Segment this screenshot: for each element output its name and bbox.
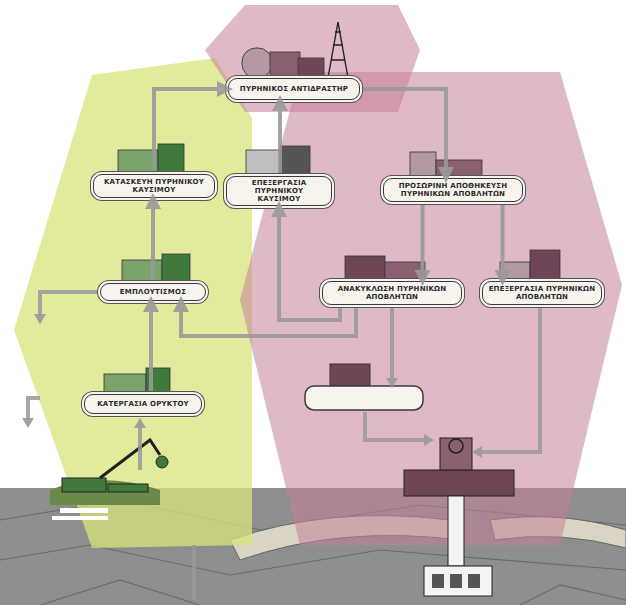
flow-arrow — [151, 201, 155, 280]
flow-arrow — [28, 292, 540, 600]
process-box: ΠΥΡΗΝΙΚΟΣ ΑΝΤΙΔΡΑΣΤΗΡ — [228, 78, 360, 100]
front-end-region — [14, 58, 252, 548]
flow-arrow — [149, 304, 153, 391]
process-box: ΚΑΤΕΡΓΑΣΙΑ ΟΡΥΚΤΟΥ — [84, 394, 202, 414]
box-label: ΕΠΕΞΕΡΓΑΣΙΑ ΠΥΡΗΝΙΚΩΝ ΑΠΟΒΛΗΤΩΝ — [488, 285, 596, 301]
flow-arrow — [501, 205, 505, 278]
box-label: ΕΠΕΞΕΡΓΑΣΙΑ ΠΥΡΗΝΙΚΟΥ ΚΑΥΣΙΜΟΥ — [232, 179, 326, 203]
process-box: ΕΜΠΛΟΥΤΙΣΜΟΣ — [100, 283, 206, 301]
flow-arrow — [421, 205, 425, 278]
process-box: ΠΡΟΣΩΡΙΝΗ ΑΠΟΘΗΚΕΥΣΗ ΠΥΡΗΝΙΚΩΝ ΑΠΟΒΛΗΤΩΝ — [383, 178, 523, 202]
process-box: ΑΝΑΚΥΚΛΩΣΗ ΠΥΡΗΝΙΚΩΝ ΑΠΟΒΛΗΤΩΝ — [322, 281, 462, 305]
flow-arrow — [181, 304, 356, 336]
box-label: ΠΡΟΣΩΡΙΝΗ ΑΠΟΘΗΚΕΥΣΗ ΠΥΡΗΝΙΚΩΝ ΑΠΟΒΛΗΤΩΝ — [389, 182, 517, 198]
box-label: ΚΑΤΑΣΚΕΥΗ ΠΥΡΗΝΙΚΟΥ ΚΑΥΣΙΜΟΥ — [99, 178, 209, 194]
flow-arrow — [278, 103, 282, 173]
box-label: ΠΥΡΗΝΙΚΟΣ ΑΝΤΙΔΡΑΣΤΗΡ — [240, 85, 348, 93]
arrow-head — [22, 314, 482, 458]
flow-arrow — [154, 89, 225, 171]
unlabelled-box — [305, 364, 423, 410]
box-label: ΚΑΤΕΡΓΑΣΙΑ ΟΡΥΚΤΟΥ — [97, 400, 189, 408]
repository — [404, 438, 514, 596]
process-box: ΚΑΤΑΣΚΕΥΗ ΠΥΡΗΝΙΚΟΥ ΚΑΥΣΙΜΟΥ — [93, 174, 215, 198]
process-box: ΕΠΕΞΕΡΓΑΣΙΑ ΠΥΡΗΝΙΚΩΝ ΑΠΟΒΛΗΤΩΝ — [482, 281, 602, 305]
mining-excavator — [50, 440, 168, 520]
box-label: ΕΜΠΛΟΥΤΙΣΜΟΣ — [120, 288, 186, 296]
flow-arrow — [279, 209, 340, 320]
reactor-building — [242, 22, 348, 78]
process-box: ΕΠΕΞΕΡΓΑΣΙΑ ΠΥΡΗΝΙΚΟΥ ΚΑΥΣΙΜΟΥ — [226, 176, 332, 206]
back-end-region — [240, 72, 622, 545]
box-label: ΑΝΑΚΥΚΛΩΣΗ ΠΥΡΗΝΙΚΩΝ ΑΠΟΒΛΗΤΩΝ — [328, 285, 456, 301]
flow-arrow — [363, 89, 446, 175]
plant-building — [345, 152, 560, 281]
